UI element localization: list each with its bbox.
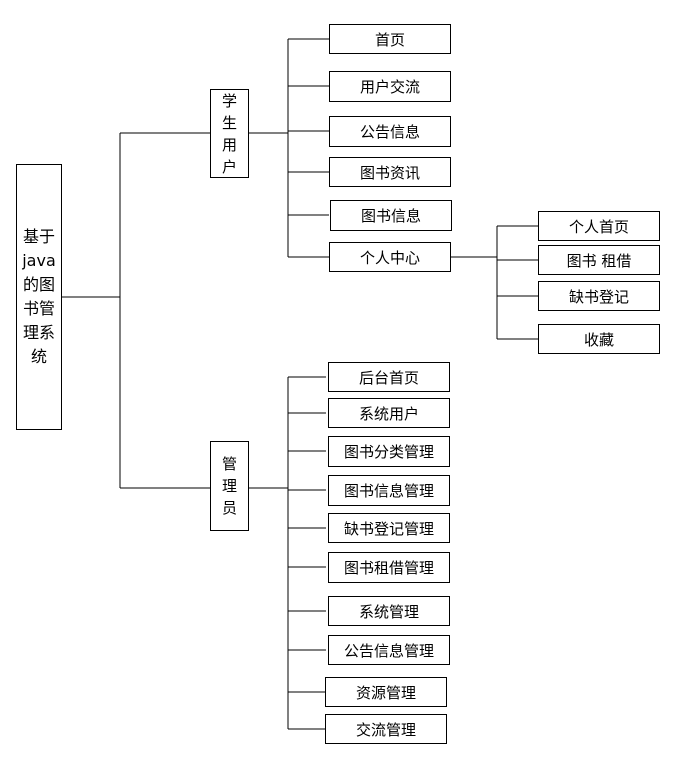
- leaf-node: 公告信息管理: [328, 635, 450, 665]
- leaf-node: 用户交流: [329, 71, 451, 102]
- sub-leaf-node: 个人首页: [538, 211, 660, 241]
- root-node: 基于 java 的图 书管 理系 统: [16, 164, 62, 430]
- leaf-label: 图书信息: [360, 207, 421, 225]
- leaf-label: 缺书登记管理: [343, 519, 434, 538]
- root-line: 书管: [22, 299, 55, 318]
- leaf-label: 缺书登记: [568, 287, 629, 306]
- leaf-label: 首页: [374, 30, 405, 49]
- sub-leaf-node: 收藏: [538, 324, 660, 354]
- leaf-label: 图书 租借: [566, 251, 632, 270]
- leaf-label: 图书分类管理: [343, 443, 434, 461]
- branch-label-line: 户: [221, 157, 237, 176]
- leaf-label: 用户交流: [359, 78, 420, 96]
- leaf-label: 图书信息管理: [343, 482, 434, 500]
- branch-label-line: 学: [221, 91, 237, 110]
- branch-label-line: 用: [221, 135, 237, 154]
- branch-node-admin: 管 理 员: [210, 441, 249, 531]
- branch-node-student: 学 生 用 户: [210, 89, 249, 178]
- branch-label-line: 生: [221, 113, 237, 132]
- leaf-node: 图书信息管理: [328, 475, 450, 506]
- leaf-node: 系统用户: [328, 398, 450, 428]
- root-line: 的图: [22, 275, 55, 294]
- leaf-node-personal-center: 个人中心: [329, 242, 451, 272]
- leaf-node: 系统管理: [328, 596, 450, 626]
- leaf-label: 收藏: [583, 330, 614, 349]
- leaf-node: 公告信息: [329, 116, 451, 147]
- leaf-label: 系统用户: [358, 404, 419, 423]
- branch-label-line: 理: [221, 477, 237, 495]
- sub-leaf-node: 缺书登记: [538, 281, 660, 311]
- leaf-node: 图书租借管理: [328, 552, 450, 583]
- branch-label-line: 员: [221, 499, 237, 517]
- root-line: 基于: [22, 227, 55, 246]
- leaf-node: 交流管理: [325, 714, 447, 744]
- leaf-label: 个人首页: [568, 217, 629, 236]
- root-line: 理系: [22, 323, 55, 342]
- leaf-label: 图书资讯: [359, 163, 420, 182]
- leaf-node: 缺书登记管理: [328, 513, 450, 543]
- root-line: java: [22, 251, 56, 270]
- leaf-label: 图书租借管理: [343, 559, 434, 577]
- leaf-label: 个人中心: [359, 248, 420, 267]
- leaf-label: 公告信息: [359, 123, 420, 141]
- leaf-label: 后台首页: [358, 368, 419, 387]
- leaf-label: 公告信息管理: [343, 641, 434, 660]
- leaf-label: 交流管理: [355, 720, 416, 739]
- leaf-node: 图书分类管理: [328, 436, 450, 467]
- leaf-node: 资源管理: [325, 677, 447, 707]
- leaf-label: 资源管理: [355, 683, 416, 702]
- leaf-node: 首页: [329, 24, 451, 54]
- branch-label-line: 管: [221, 455, 237, 473]
- leaf-node: 后台首页: [328, 362, 450, 392]
- root-line: 统: [30, 347, 47, 366]
- sub-leaf-node: 图书 租借: [538, 245, 660, 275]
- leaf-node: 图书资讯: [329, 157, 451, 187]
- leaf-label: 系统管理: [358, 602, 419, 621]
- leaf-node: 图书信息: [330, 200, 452, 231]
